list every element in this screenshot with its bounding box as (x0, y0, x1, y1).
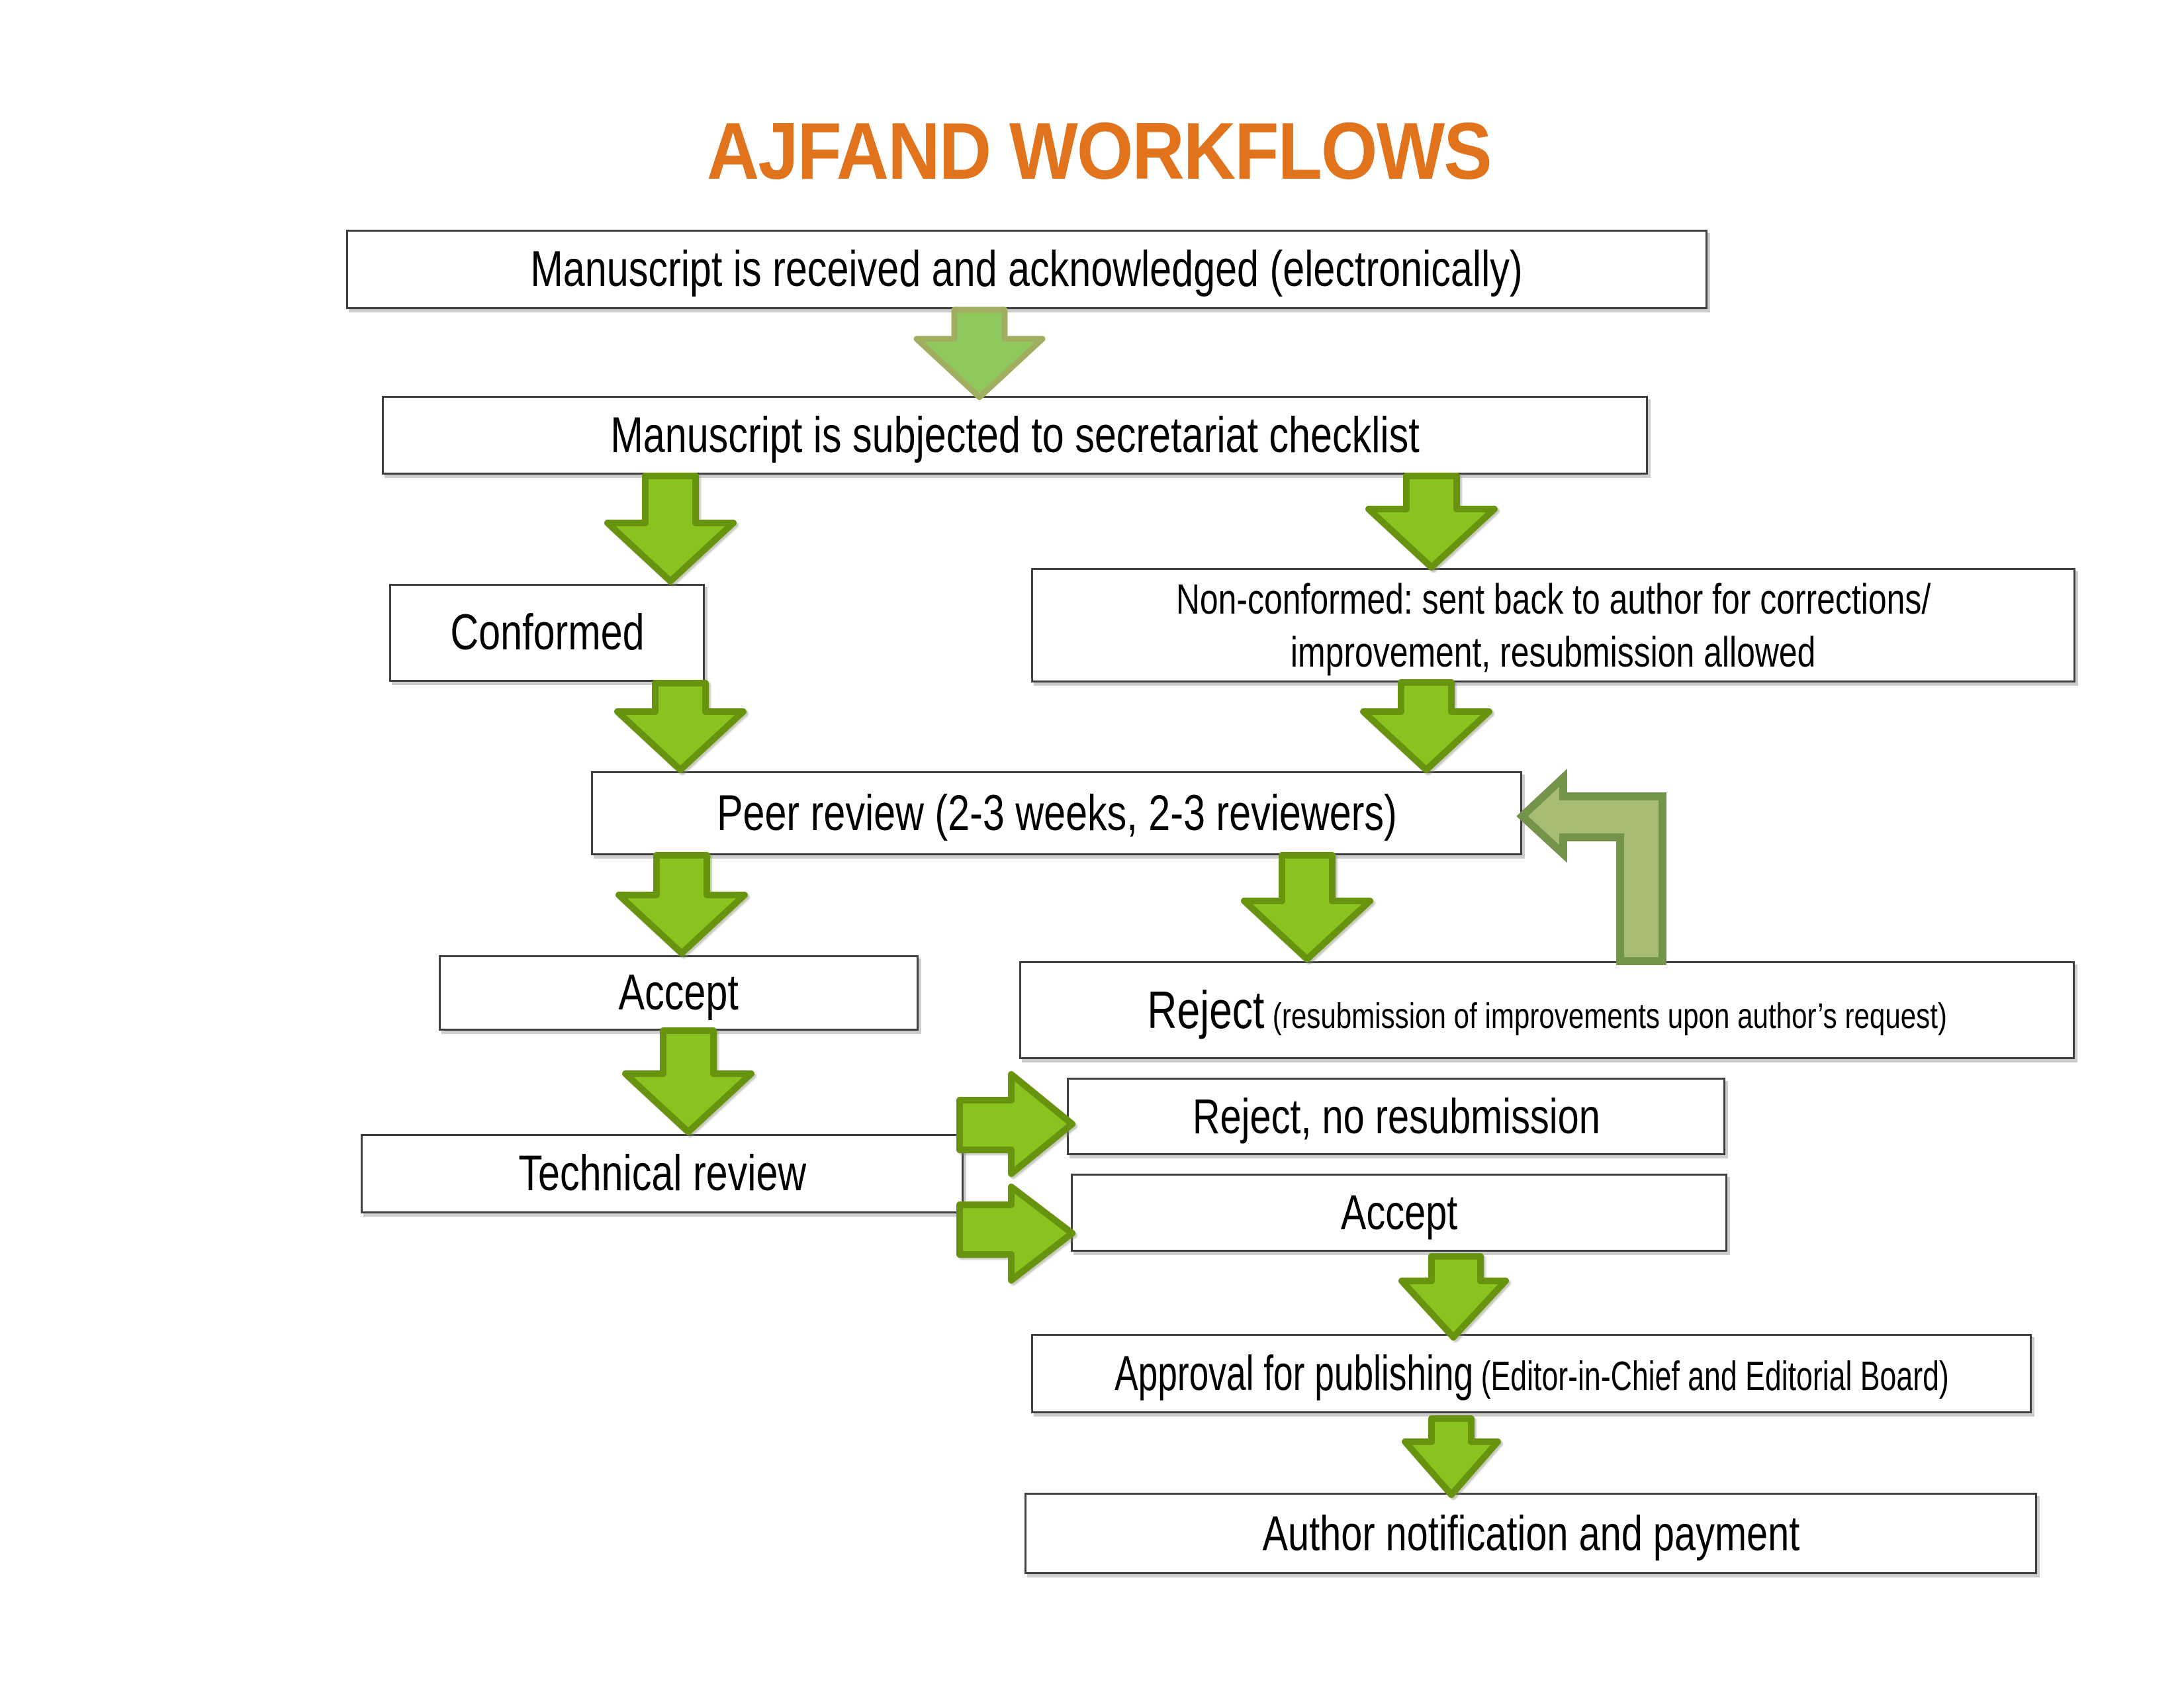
box-peer-review-label: Peer review (2-3 weeks, 2-3 reviewers) (716, 784, 1397, 841)
arrow-conformed-to-peer-review-icon (614, 680, 747, 773)
box-reject-resubmission-main: Reject (1147, 980, 1265, 1039)
box-conformed-label: Conformed (449, 604, 645, 661)
arrow-peer-review-to-accept-icon (615, 852, 748, 957)
box-conformed: Conformed (389, 584, 705, 682)
box-accept-final-label: Accept (1340, 1185, 1458, 1241)
page-title: AJFAND WORKFLOWS (706, 106, 1492, 196)
box-author-notification-label: Author notification and payment (1262, 1505, 1799, 1561)
box-reject-resubmission-label: Reject(resubmission of improvements upon… (1147, 981, 1947, 1039)
box-secretariat-checklist-label: Manuscript is subjected to secretariat c… (610, 406, 1420, 463)
arrow-accept-to-technical-review-icon (622, 1027, 754, 1135)
box-peer-review: Peer review (2-3 weeks, 2-3 reviewers) (591, 771, 1522, 855)
box-approval-publishing-main: Approval for publishing (1114, 1346, 1473, 1401)
arrow-received-to-checklist-icon (913, 306, 1046, 400)
box-approval-publishing-note: (Editor-in-Chief and Editorial Board) (1480, 1354, 1949, 1400)
arrow-technical-to-accept-final-icon (956, 1184, 1075, 1284)
box-nonconformed-line2: improvement, resubmission allowed (1291, 628, 1816, 676)
box-accept-after-review: Accept (439, 955, 919, 1031)
arrow-checklist-to-nonconformed-icon (1365, 473, 1498, 571)
box-approval-publishing: Approval for publishing(Editor-in-Chief … (1031, 1334, 2032, 1413)
box-reject-resubmission-note: (resubmission of improvements upon autho… (1272, 996, 1947, 1036)
box-manuscript-received-label: Manuscript is received and acknowledged … (530, 241, 1524, 298)
box-technical-review: Technical review (361, 1134, 964, 1213)
box-reject-no-resubmission: Reject, no resubmission (1067, 1078, 1725, 1155)
box-manuscript-received: Manuscript is received and acknowledged … (346, 230, 1707, 309)
arrow-technical-to-reject-final-icon (956, 1071, 1075, 1177)
box-nonconformed-line1: Non-conformed: sent back to author for c… (1175, 575, 1931, 623)
box-secretariat-checklist: Manuscript is subjected to secretariat c… (382, 396, 1648, 475)
arrow-checklist-to-conformed-icon (604, 473, 737, 585)
arrow-nonconformed-to-peer-review-icon (1360, 679, 1492, 773)
box-reject-resubmission: Reject(resubmission of improvements upon… (1019, 961, 2075, 1059)
arrow-reject-back-to-peer-review-icon (1516, 769, 1666, 965)
box-accept-final: Accept (1071, 1174, 1727, 1252)
box-approval-publishing-label: Approval for publishing(Editor-in-Chief … (1115, 1346, 1949, 1401)
arrow-peer-review-to-reject-icon (1241, 852, 1373, 962)
box-reject-no-resubmission-label: Reject, no resubmission (1192, 1088, 1600, 1144)
box-nonconformed: Non-conformed: sent back to author for c… (1031, 568, 2075, 682)
box-accept-after-review-label: Accept (618, 964, 739, 1021)
arrow-accept-to-approval-icon (1398, 1253, 1509, 1340)
box-author-notification: Author notification and payment (1024, 1493, 2037, 1574)
arrow-approval-to-author-icon (1402, 1415, 1501, 1498)
box-technical-review-label: Technical review (518, 1145, 806, 1202)
